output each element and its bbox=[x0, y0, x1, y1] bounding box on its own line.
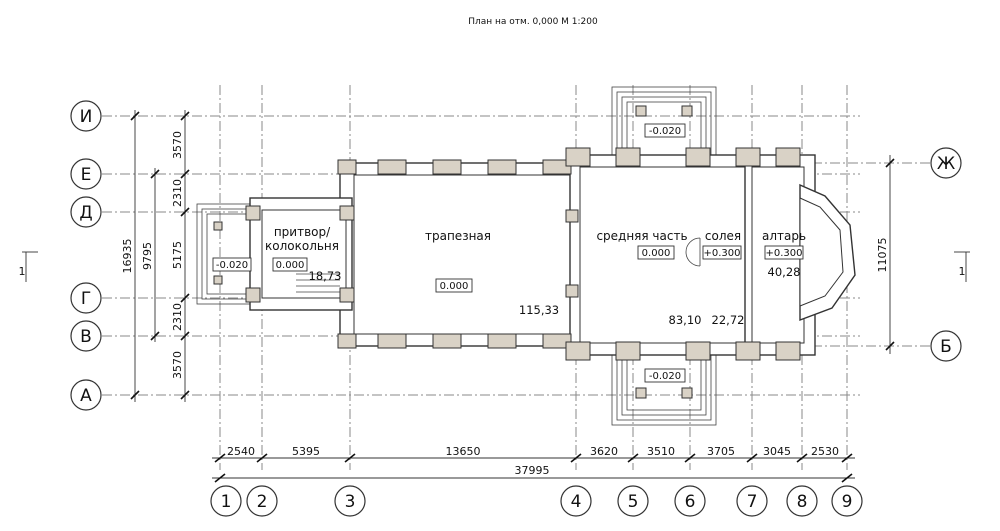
dim-bottom-1: 2540 bbox=[227, 445, 255, 458]
section-marks: 1 1 bbox=[19, 251, 970, 282]
axis-label-A: А bbox=[80, 386, 92, 406]
porch-south bbox=[611, 354, 717, 426]
dimension-chain-left: 16935 9795 3570 2310 5175 2310 3570 bbox=[121, 110, 190, 402]
axis-markers-right: Ж Б bbox=[930, 147, 962, 362]
room-label-pritvor-2: колокольня bbox=[265, 239, 339, 253]
dim-bottom-6: 3705 bbox=[707, 445, 735, 458]
axis-label-G: Г bbox=[81, 289, 91, 309]
dim-left-5: 3570 bbox=[171, 351, 184, 379]
axis-label-D: Д bbox=[79, 203, 92, 223]
dim-left-3: 5175 bbox=[171, 241, 184, 269]
dim-left-total: 16935 bbox=[121, 239, 134, 274]
dim-bottom-5: 3510 bbox=[647, 445, 675, 458]
room-label-trapeznaya: трапезная bbox=[425, 229, 491, 243]
dim-right: 11075 bbox=[876, 238, 889, 273]
axis-label-4: 4 bbox=[571, 492, 582, 512]
axis-label-I: И bbox=[80, 107, 93, 127]
axis-label-V: В bbox=[80, 327, 92, 347]
room-labels: притвор/ колокольня трапезная средняя ча… bbox=[265, 225, 806, 253]
dim-left-1: 3570 bbox=[171, 131, 184, 159]
axis-label-Zh: Ж bbox=[937, 154, 955, 174]
axis-label-7: 7 bbox=[747, 492, 758, 512]
axis-label-2: 2 bbox=[257, 492, 268, 512]
axis-markers-bottom: 1 2 3 4 5 6 7 8 9 bbox=[210, 485, 863, 517]
porch-west bbox=[196, 203, 254, 305]
level-mark-porch-south: -0.020 bbox=[649, 371, 681, 382]
room-label-altar: алтарь bbox=[762, 229, 806, 243]
level-mark-pritvor: 0.000 bbox=[276, 260, 305, 271]
axis-label-B: Б bbox=[940, 337, 952, 357]
level-mark-srednyaya: 0.000 bbox=[642, 248, 671, 259]
building-walls bbox=[249, 154, 856, 356]
axis-label-1: 1 bbox=[221, 492, 232, 512]
dim-bottom-2: 5395 bbox=[292, 445, 320, 458]
porch-north bbox=[611, 86, 717, 158]
axis-label-8: 8 bbox=[797, 492, 808, 512]
axis-label-5: 5 bbox=[628, 492, 639, 512]
dim-left-mid: 9795 bbox=[141, 242, 154, 270]
dim-bottom-3: 13650 bbox=[446, 445, 481, 458]
area-pritvor: 18,73 bbox=[309, 269, 342, 283]
room-label-pritvor-1: притвор/ bbox=[274, 225, 331, 239]
area-altar: 40,28 bbox=[768, 265, 801, 279]
axis-label-6: 6 bbox=[685, 492, 696, 512]
level-mark-soleya: +0.300 bbox=[703, 248, 740, 259]
grid-lines-vertical bbox=[219, 85, 848, 470]
dim-bottom-total: 37995 bbox=[515, 464, 550, 477]
section-mark-left: 1 bbox=[19, 265, 26, 278]
area-values: 18,73 115,33 83,10 22,72 40,28 bbox=[309, 265, 801, 327]
axis-markers-left: И Е Д Г В А bbox=[70, 100, 102, 411]
level-marks: -0.020 0.000 0.000 0.000 +0.300 +0.300 -… bbox=[212, 123, 804, 383]
wall-piers bbox=[245, 147, 801, 361]
area-soleya: 22,72 bbox=[712, 313, 745, 327]
level-mark-altar: +0.300 bbox=[765, 248, 802, 259]
room-label-soleya: солея bbox=[705, 229, 741, 243]
dim-left-2: 2310 bbox=[171, 179, 184, 207]
level-mark-trapeznaya: 0.000 bbox=[440, 281, 469, 292]
level-mark-porch-north: -0.020 bbox=[649, 126, 681, 137]
room-label-srednyaya: средняя часть bbox=[596, 229, 687, 243]
area-trapeznaya: 115,33 bbox=[519, 303, 559, 317]
sheet-title: План на отм. 0,000 М 1:200 bbox=[468, 17, 598, 27]
level-mark-porch-west: -0.020 bbox=[216, 260, 248, 271]
section-mark-right: 1 bbox=[959, 265, 966, 278]
axis-label-3: 3 bbox=[345, 492, 356, 512]
axis-label-9: 9 bbox=[842, 492, 853, 512]
dim-left-4: 2310 bbox=[171, 303, 184, 331]
dimension-right: 11075 bbox=[876, 155, 895, 354]
dim-bottom-8: 2530 bbox=[811, 445, 839, 458]
area-srednyaya: 83,10 bbox=[669, 313, 702, 327]
axis-label-E: Е bbox=[81, 165, 92, 185]
dimension-chain-bottom: 2540 5395 13650 3620 3510 3705 3045 2530… bbox=[212, 445, 855, 483]
dim-bottom-4: 3620 bbox=[590, 445, 618, 458]
dim-bottom-7: 3045 bbox=[763, 445, 791, 458]
